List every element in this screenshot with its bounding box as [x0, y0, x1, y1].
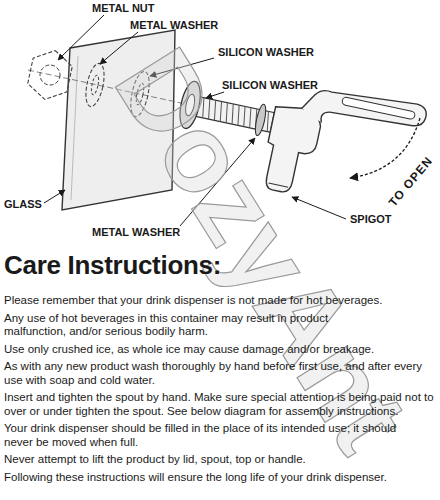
glass-shine: [71, 56, 78, 200]
part-label: METAL WASHER: [130, 19, 218, 32]
instruction-text: Following these instructions will ensure…: [4, 471, 436, 485]
lever-slot: [342, 97, 416, 120]
metal-washer: [253, 103, 267, 136]
metal-nut-hole: [40, 65, 60, 85]
direction-label: TO OPEN: [387, 155, 436, 210]
instruction-text: As with any new product wash thoroughly …: [4, 360, 436, 387]
instruction-text: Never attempt to lift the product by lid…: [4, 453, 436, 467]
leader-line: [44, 190, 65, 203]
part-label: METAL NUT: [92, 2, 155, 15]
part-label: METAL WASHER: [92, 226, 180, 239]
leader-line: [58, 15, 104, 60]
open-direction-arrow: [350, 118, 420, 178]
instruction-text: Use only crushed ice, as whole ice may c…: [4, 343, 436, 357]
leader-line: [100, 32, 138, 64]
metal-nut: [25, 46, 75, 103]
instruction-text: Insert and tighten the spout by hand. Ma…: [4, 391, 436, 418]
part-label: SILICON WASHER: [222, 79, 318, 92]
part-label: SPIGOT: [350, 213, 392, 226]
instruction-text: Please remember that your drink dispense…: [4, 294, 436, 308]
instruction-list: Please remember that your drink dispense…: [4, 294, 436, 488]
lever-handle: [300, 81, 428, 144]
part-label: SILICON WASHER: [218, 46, 314, 59]
instruction-text: Any use of hot beverages in this contain…: [4, 312, 374, 339]
instruction-text: Your drink dispenser should be filled in…: [4, 422, 404, 449]
part-label: GLASS: [4, 198, 42, 211]
section-heading: Care Instructions:: [4, 250, 221, 280]
